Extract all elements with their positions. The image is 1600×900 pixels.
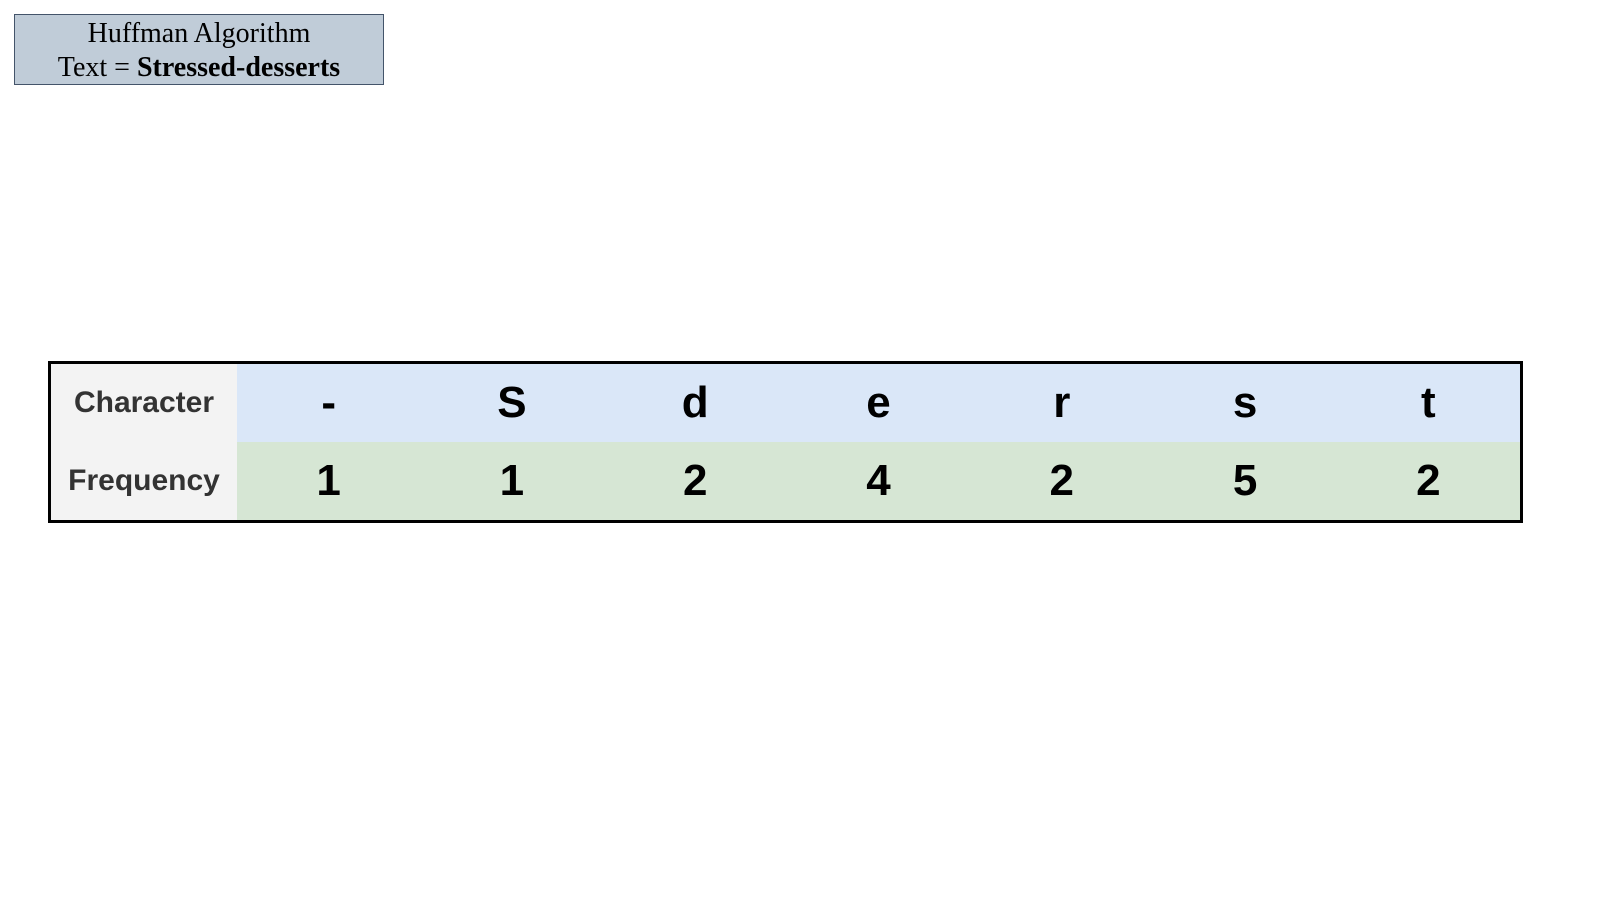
frequency-cell: 2: [970, 442, 1154, 520]
title-line-2: Text = Stressed-desserts: [15, 51, 383, 85]
input-text: Stressed-desserts: [136, 52, 341, 83]
frequency-row-label: Frequency: [51, 442, 237, 520]
frequency-cell: 1: [237, 442, 421, 520]
frequency-cell: 5: [1153, 442, 1337, 520]
frequency-table: Character - S d e r s t Frequency 1 1 2 …: [48, 361, 1523, 523]
title-box: Huffman Algorithm Text = Stressed-desser…: [14, 14, 384, 85]
character-cell: e: [786, 364, 971, 442]
character-cell: S: [420, 364, 604, 442]
character-cell: -: [237, 364, 421, 442]
frequency-cell: 4: [786, 442, 971, 520]
frequency-cell: 2: [603, 442, 787, 520]
title-line-1: Huffman Algorithm: [87, 18, 311, 49]
character-cell: s: [1153, 364, 1337, 442]
frequency-cell: 1: [420, 442, 604, 520]
character-cell: d: [603, 364, 787, 442]
frequency-cell: 2: [1336, 442, 1520, 520]
character-row-label: Character: [51, 364, 237, 442]
text-prefix: Text =: [57, 52, 137, 83]
character-cell: t: [1336, 364, 1520, 442]
character-cell: r: [970, 364, 1154, 442]
